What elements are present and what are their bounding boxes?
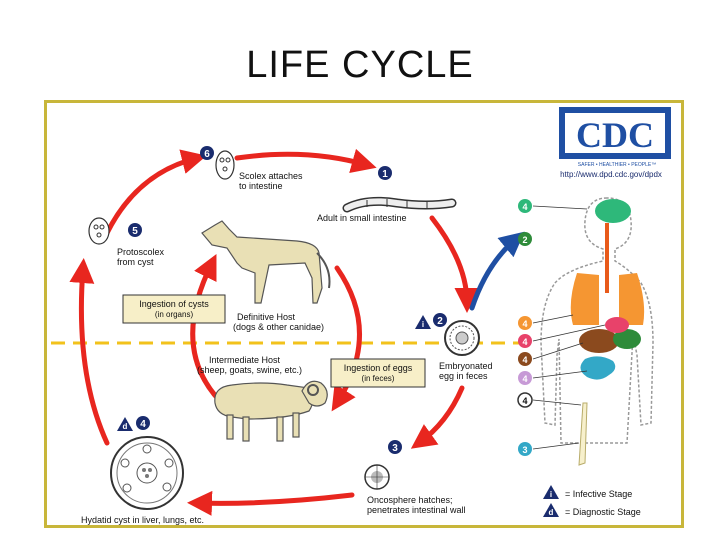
cdc-tagline: SAFER • HEALTHIER • PEOPLE™ [578, 162, 656, 168]
stage-5-label-line2: from cyst [117, 257, 154, 267]
legend: i = Infective Stage d = Diagnostic Stage [543, 485, 641, 517]
stage-4-label: Hydatid cyst in liver, lungs, etc. [81, 515, 204, 525]
ingestion-eggs-box: Ingestion of eggs (in feces) [330, 358, 426, 388]
stage-1-adult-worm [342, 196, 457, 213]
definitive-host-line1: Definitive Host [237, 312, 296, 322]
body-marker-heart: 4 [522, 337, 527, 347]
liver-organ [579, 329, 619, 353]
brain-organ [595, 199, 631, 223]
stage-5-label-line1: Protoscolex [117, 247, 165, 257]
stage-2-infective-symbol: i [422, 320, 424, 329]
legend-diagnostic-symbol: d [549, 508, 554, 517]
stage-2-number: 2 [437, 316, 443, 327]
stage-3-oncosphere [364, 464, 390, 490]
outer-cycle-arrows [69, 148, 480, 516]
dog-illustration [201, 220, 331, 304]
arrow-1-to-2 [429, 215, 480, 313]
stage-4-diagnostic-symbol: d [123, 422, 128, 431]
ingestion-cysts-line1: Ingestion of cysts [139, 299, 209, 309]
arrow-to-human [469, 231, 525, 311]
ingestion-cysts-box: Ingestion of cysts (in organs) [122, 294, 226, 324]
stage-2-badge [433, 313, 447, 327]
intermediate-host-line2: (sheep, goats, swine, etc.) [197, 365, 302, 375]
heart-organ [605, 317, 629, 333]
stage-5-number: 5 [132, 226, 138, 237]
cdc-url: http://www.dpd.cdc.gov/dpdx [560, 170, 662, 179]
body-marker-lungs: 4 [522, 319, 527, 329]
body-marker-bone: 4 [522, 396, 527, 406]
stage-2-label-line2: egg in feces [439, 371, 488, 381]
body-marker-entry: 3 [522, 445, 527, 455]
intestine-organ [580, 356, 616, 380]
stage-3-number: 3 [392, 443, 398, 454]
legend-diagnostic-label: = Diagnostic Stage [565, 507, 641, 517]
ingestion-cysts-line2: (in organs) [155, 310, 194, 319]
stage-1-badge [378, 166, 392, 180]
intermediate-host-line1: Intermediate Host [209, 355, 281, 365]
stage-6-label-line1: Scolex attaches [239, 171, 303, 181]
stage-3-label-line1: Oncosphere hatches; [367, 495, 453, 505]
stage-5-protoscolex [88, 217, 110, 245]
stage-2-embryonated-egg [444, 320, 480, 356]
stage-5-badge [128, 223, 142, 237]
stage-6-scolex [215, 150, 235, 180]
sheep-illustration [214, 380, 328, 442]
human-body-figure [540, 197, 654, 466]
arrow-sheep-to-dog [190, 254, 230, 411]
body-stage-markers: 4 2 4 4 4 4 4 3 [517, 199, 606, 456]
arrow-5-to-6 [104, 149, 207, 236]
definitive-host-line2: (dogs & other canidae) [233, 322, 324, 332]
body-marker-liver: 4 [522, 355, 527, 365]
stage-4-badge [136, 416, 150, 430]
body-marker-intestine: 4 [522, 374, 527, 384]
cdc-logo-text: CDC [576, 115, 654, 155]
stage-6-number: 6 [204, 149, 210, 160]
stage-2-infective-marker [415, 315, 431, 329]
cdc-logo: CDC SAFER • HEALTHIER • PEOPLE™ http://w… [559, 107, 671, 179]
stomach-organ [613, 329, 641, 349]
stage-1-number: 1 [382, 169, 388, 180]
arrow-4-to-5 [69, 258, 110, 446]
legend-infective-symbol: i [550, 490, 552, 499]
stage-4-number: 4 [140, 419, 146, 430]
lungs-organ [570, 273, 645, 325]
body-marker-brain: 4 [522, 202, 527, 212]
arrow-2-to-3 [410, 385, 465, 449]
legend-infective-label: = Infective Stage [565, 489, 632, 499]
stage-6-badge [200, 146, 214, 160]
stage-2-label-line1: Embryonated [439, 361, 493, 371]
arrow-6-to-1 [234, 148, 377, 173]
ingestion-eggs-line2: (in feces) [362, 374, 395, 383]
stage-4-hydatid-cyst [110, 436, 184, 510]
stage-3-badge [388, 440, 402, 454]
stage-1-label: Adult in small intestine [317, 213, 407, 223]
stage-3-label-line2: penetrates intestinal wall [367, 505, 466, 515]
ingestion-eggs-line1: Ingestion of eggs [344, 363, 413, 373]
body-marker-intake: 2 [522, 235, 527, 245]
legend-diagnostic-icon [543, 503, 559, 517]
slide-title: LIFE CYCLE [246, 44, 474, 86]
arrow-3-to-4 [187, 490, 355, 516]
legend-infective-icon [543, 485, 559, 499]
life-cycle-diagram: CDC SAFER • HEALTHIER • PEOPLE™ http://w… [44, 100, 684, 528]
stage-6-label-line2: to intestine [239, 181, 283, 191]
femur-bone [578, 402, 588, 466]
stage-4-diagnostic-marker [117, 417, 133, 431]
